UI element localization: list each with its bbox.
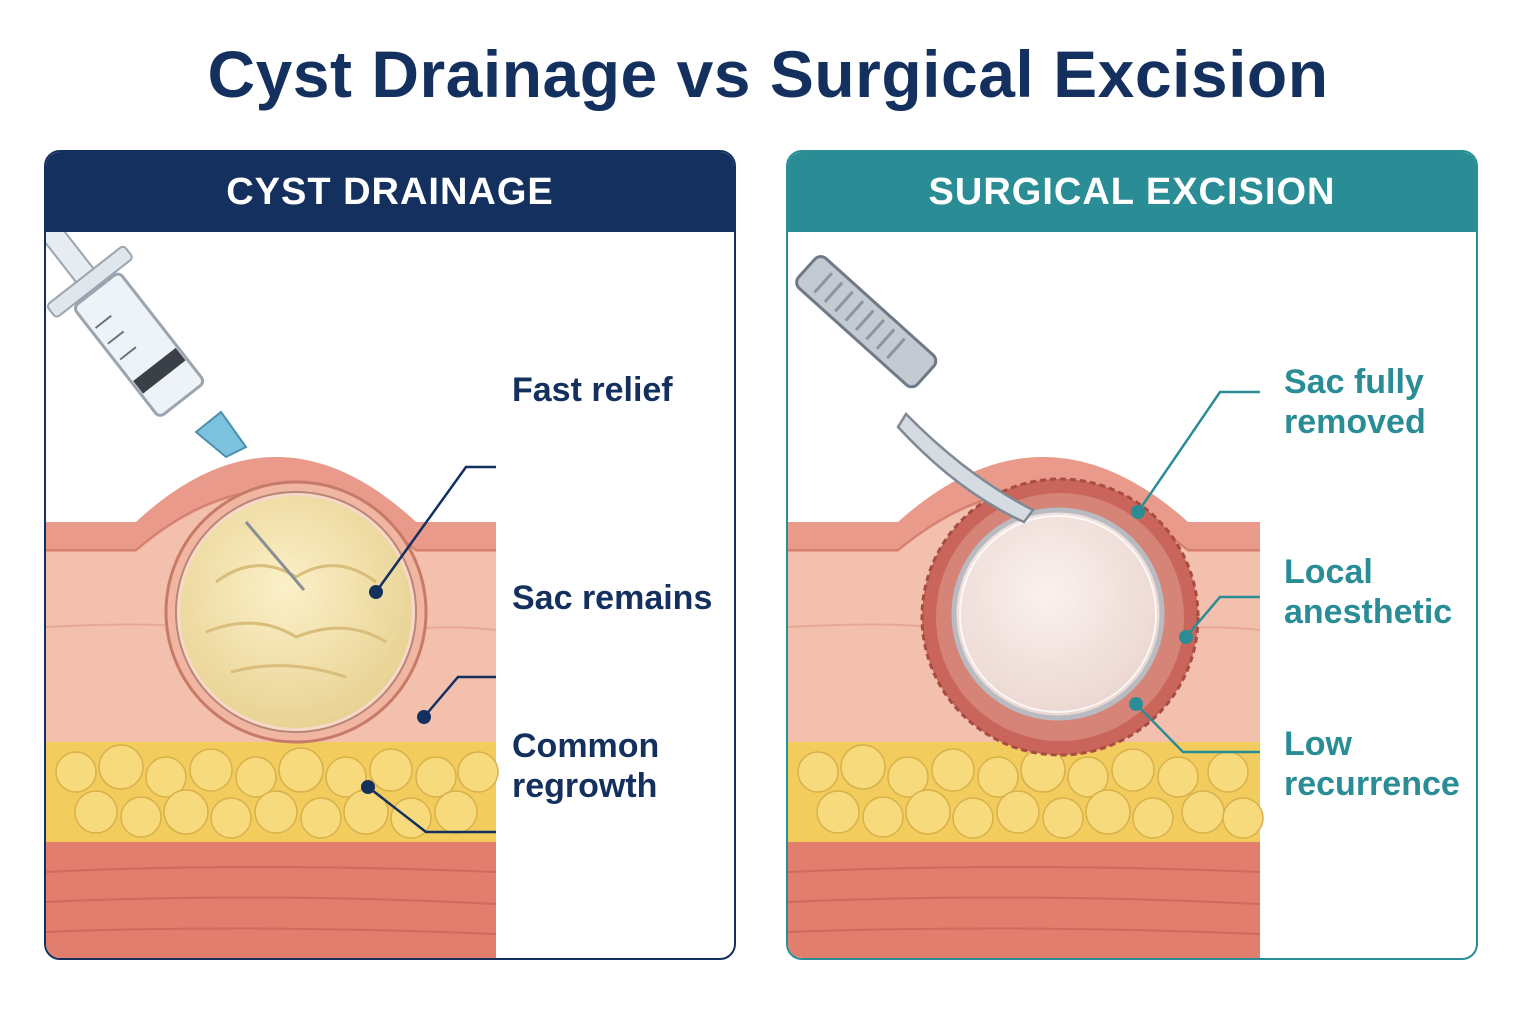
drainage-panel: CYST DRAINAGE xyxy=(44,150,736,960)
sac-removed-label-line1: Sac fully xyxy=(1284,363,1424,401)
excision-site xyxy=(920,477,1200,757)
callout-dot xyxy=(1179,630,1193,644)
cyst-sac xyxy=(164,480,428,744)
sac-removed-label-line2: removed xyxy=(1284,403,1426,441)
scalpel-icon xyxy=(795,255,1035,524)
excision-illustration xyxy=(788,255,1264,958)
excision-header: SURGICAL EXCISION xyxy=(788,152,1476,232)
drainage-callouts xyxy=(367,465,496,834)
callout-dot xyxy=(1131,505,1145,519)
excision-panel: SURGICAL EXCISION xyxy=(786,150,1478,960)
anesthetic-label-line2: anesthetic xyxy=(1284,593,1453,631)
excision-callouts xyxy=(1135,390,1260,754)
callout-dot xyxy=(369,585,383,599)
callout-dot xyxy=(417,710,431,724)
recurrence-label-line2: recurrence xyxy=(1284,765,1460,803)
callout-dot xyxy=(361,780,375,794)
fast-relief-label: Fast relief xyxy=(512,371,673,409)
common-regrowth-label-line2: regrowth xyxy=(512,767,658,805)
common-regrowth-label-line1: Common xyxy=(512,727,660,765)
anesthetic-label-line1: Local xyxy=(1284,553,1373,591)
page-title: Cyst Drainage vs Surgical Excision xyxy=(207,37,1329,111)
drainage-illustration xyxy=(46,232,499,958)
recurrence-label-line1: Low xyxy=(1284,725,1352,763)
callout-dot xyxy=(1129,697,1143,711)
sac-remains-label: Sac remains xyxy=(512,579,713,617)
drainage-header: CYST DRAINAGE xyxy=(46,152,734,232)
syringe-icon xyxy=(46,232,306,591)
